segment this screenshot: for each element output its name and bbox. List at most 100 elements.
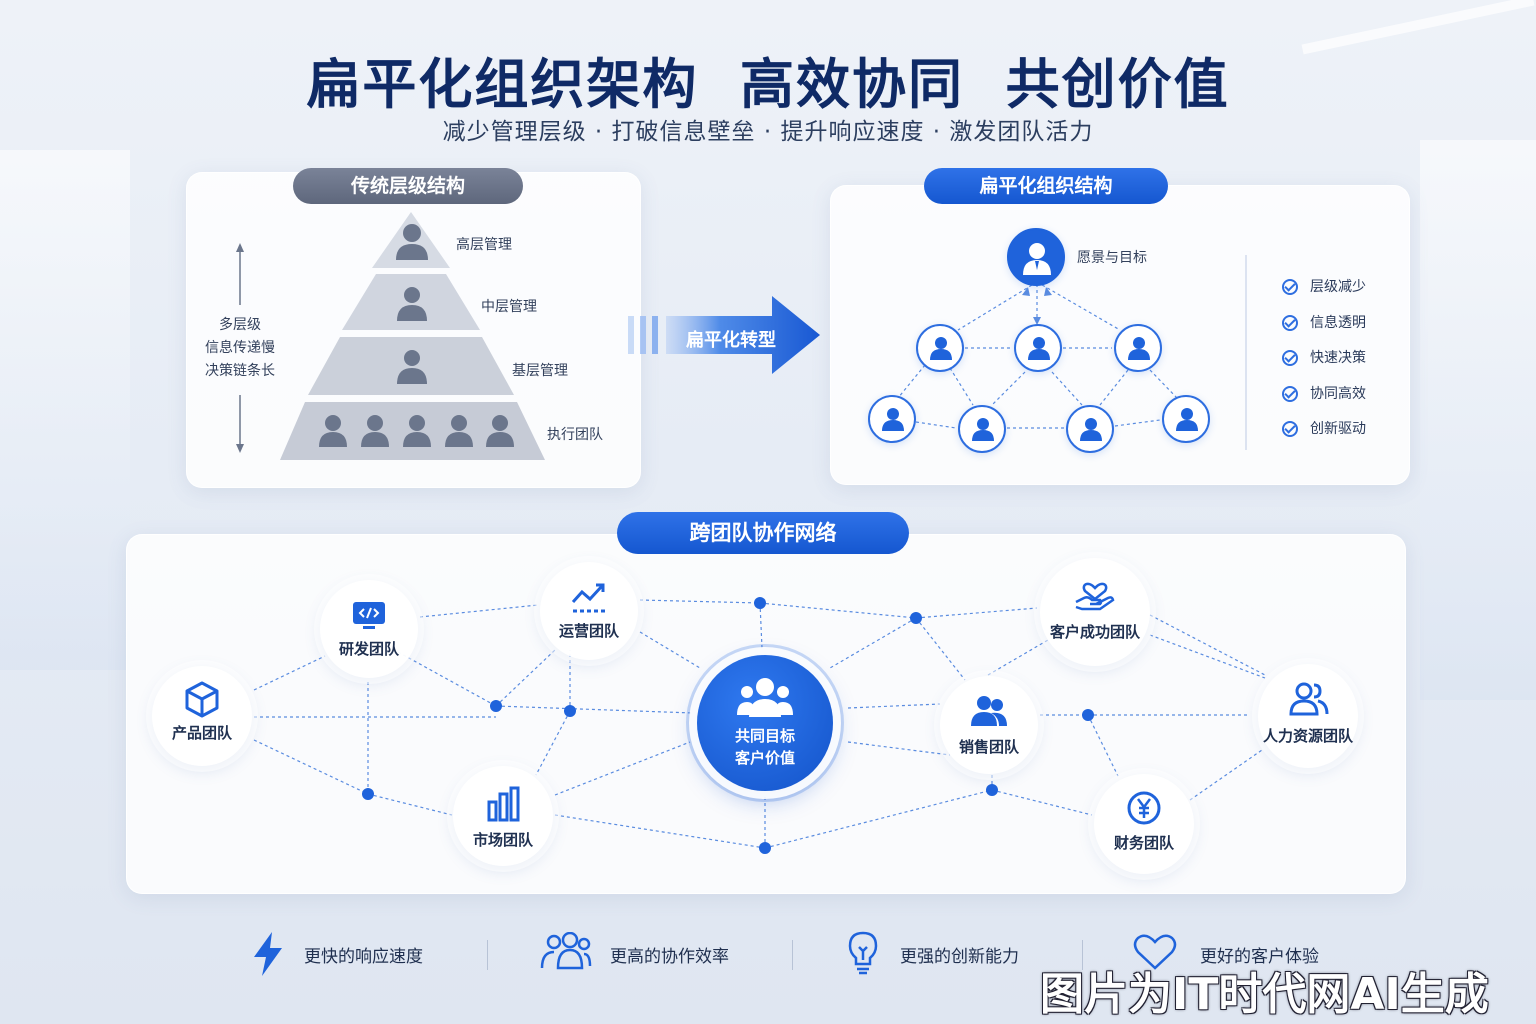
background-window-right xyxy=(1420,140,1536,700)
heart-icon xyxy=(1133,934,1177,970)
pyramid-tier-base xyxy=(308,337,514,395)
network-pill: 跨团队协作网络 xyxy=(617,512,909,554)
check-item: 创新驱动 xyxy=(1282,418,1366,438)
person-icon xyxy=(397,287,427,321)
team-node-finance: 财务团队 xyxy=(1094,774,1194,874)
team-node-rd: 研发团队 xyxy=(320,580,418,678)
person-icon xyxy=(1080,418,1102,441)
transform-label: 扁平化转型 xyxy=(686,330,776,351)
team-people-icon xyxy=(737,678,793,717)
team-name: 人力资源团队 xyxy=(1262,727,1353,745)
traditional-pill: 传统层级结构 xyxy=(293,168,523,204)
page-subtitle: 减少管理层级 · 打破信息壁垒 · 提升响应速度 · 激发团队活力 xyxy=(442,119,1094,145)
person-icon xyxy=(396,224,428,260)
box-icon xyxy=(185,681,219,718)
team-node-market: 市场团队 xyxy=(453,766,553,866)
check-circle-icon xyxy=(1282,421,1298,437)
flat-node xyxy=(868,395,916,443)
person-icon xyxy=(403,415,431,447)
trend-chart-icon xyxy=(571,583,605,613)
flat-node xyxy=(916,324,964,372)
check-item: 快速决策 xyxy=(1282,347,1366,367)
users-icon xyxy=(971,696,1007,726)
check-item: 层级减少 xyxy=(1282,276,1366,296)
person-icon xyxy=(882,408,904,431)
team-name: 研发团队 xyxy=(338,640,399,658)
side-note-2: 信息传递慢 xyxy=(205,340,275,356)
benefit-experience: 更好的客户体验 xyxy=(1200,947,1319,967)
background-window-left xyxy=(0,150,130,670)
person-icon xyxy=(930,337,952,360)
check-label: 层级减少 xyxy=(1310,279,1366,295)
tier-label-top: 高层管理 xyxy=(456,237,512,253)
team-name: 财务团队 xyxy=(1113,834,1174,852)
flat-node xyxy=(1066,405,1114,453)
team-node-hr: 人力资源团队 xyxy=(1258,664,1358,768)
flat-node xyxy=(1014,324,1062,372)
side-arrow-down-head xyxy=(236,444,244,453)
team-collab-icon xyxy=(540,932,592,970)
check-item: 协同高效 xyxy=(1282,383,1366,403)
team-name: 产品团队 xyxy=(171,724,232,742)
traditional-side-notes: 多层级 信息传递慢 决策链条长 xyxy=(196,314,284,383)
benefit-divider xyxy=(487,940,488,970)
check-item: 信息透明 xyxy=(1282,312,1366,332)
benefit-innovation: 更强的创新能力 xyxy=(900,947,1019,967)
heart-hand-icon xyxy=(1075,582,1115,611)
lightning-icon xyxy=(254,932,282,976)
code-monitor-icon xyxy=(353,602,385,629)
person-icon xyxy=(486,415,514,447)
check-label: 创新驱动 xyxy=(1310,421,1366,437)
benefit-efficiency: 更高的协作效率 xyxy=(610,947,729,967)
tier-label-base: 基层管理 xyxy=(512,363,568,379)
team-node-ops: 运营团队 xyxy=(540,562,638,660)
bar-chart-icon xyxy=(487,786,520,822)
check-circle-icon xyxy=(1282,279,1298,295)
transform-arrow xyxy=(628,296,820,374)
watermark-text: 图片为IT时代网AI生成 xyxy=(1040,969,1489,1020)
person-icon xyxy=(1023,243,1051,275)
flat-node xyxy=(1114,324,1162,372)
team-name: 市场团队 xyxy=(472,831,533,849)
check-circle-icon xyxy=(1282,315,1298,331)
flat-node xyxy=(1162,395,1210,443)
benefit-divider xyxy=(1082,940,1083,970)
team-name: 运营团队 xyxy=(558,622,619,640)
benefit-speed: 更快的响应速度 xyxy=(304,947,423,967)
side-arrow-up-head xyxy=(236,243,244,252)
team-node-sales: 销售团队 xyxy=(940,676,1038,774)
check-circle-icon xyxy=(1282,386,1298,402)
vision-node xyxy=(1007,228,1065,286)
tier-label-middle: 中层管理 xyxy=(481,299,537,315)
check-circle-icon xyxy=(1282,350,1298,366)
team-name: 销售团队 xyxy=(958,738,1019,756)
team-node-cs: 客户成功团队 xyxy=(1040,558,1150,666)
center-goal-line1: 共同目标 xyxy=(734,727,795,745)
person-icon xyxy=(319,415,347,447)
person-icon xyxy=(361,415,389,447)
person-icon xyxy=(1028,337,1050,360)
page-title: 扁平化组织架构 高效协同 共创价值 xyxy=(306,53,1230,116)
person-icon xyxy=(445,415,473,447)
person-icon xyxy=(1176,408,1198,431)
person-icon xyxy=(972,418,994,441)
lightbulb-icon xyxy=(848,931,878,975)
person-icon xyxy=(1128,337,1150,360)
user-group-icon xyxy=(1289,682,1329,716)
center-goal-node: 共同目标 客户价值 xyxy=(697,655,833,791)
check-label: 协同高效 xyxy=(1310,386,1366,402)
team-node-product: 产品团队 xyxy=(152,666,252,766)
side-note-1: 多层级 xyxy=(219,317,261,333)
flat-node xyxy=(958,405,1006,453)
check-label: 信息透明 xyxy=(1310,315,1366,331)
yen-coin-icon xyxy=(1127,791,1161,825)
benefit-divider xyxy=(792,940,793,970)
team-name: 客户成功团队 xyxy=(1049,623,1140,641)
tier-label-exec: 执行团队 xyxy=(547,427,603,443)
vision-label: 愿景与目标 xyxy=(1077,250,1147,266)
side-note-3: 决策链条长 xyxy=(205,363,275,379)
flat-pill: 扁平化组织结构 xyxy=(924,168,1168,204)
center-goal-line2: 客户价值 xyxy=(734,749,795,767)
